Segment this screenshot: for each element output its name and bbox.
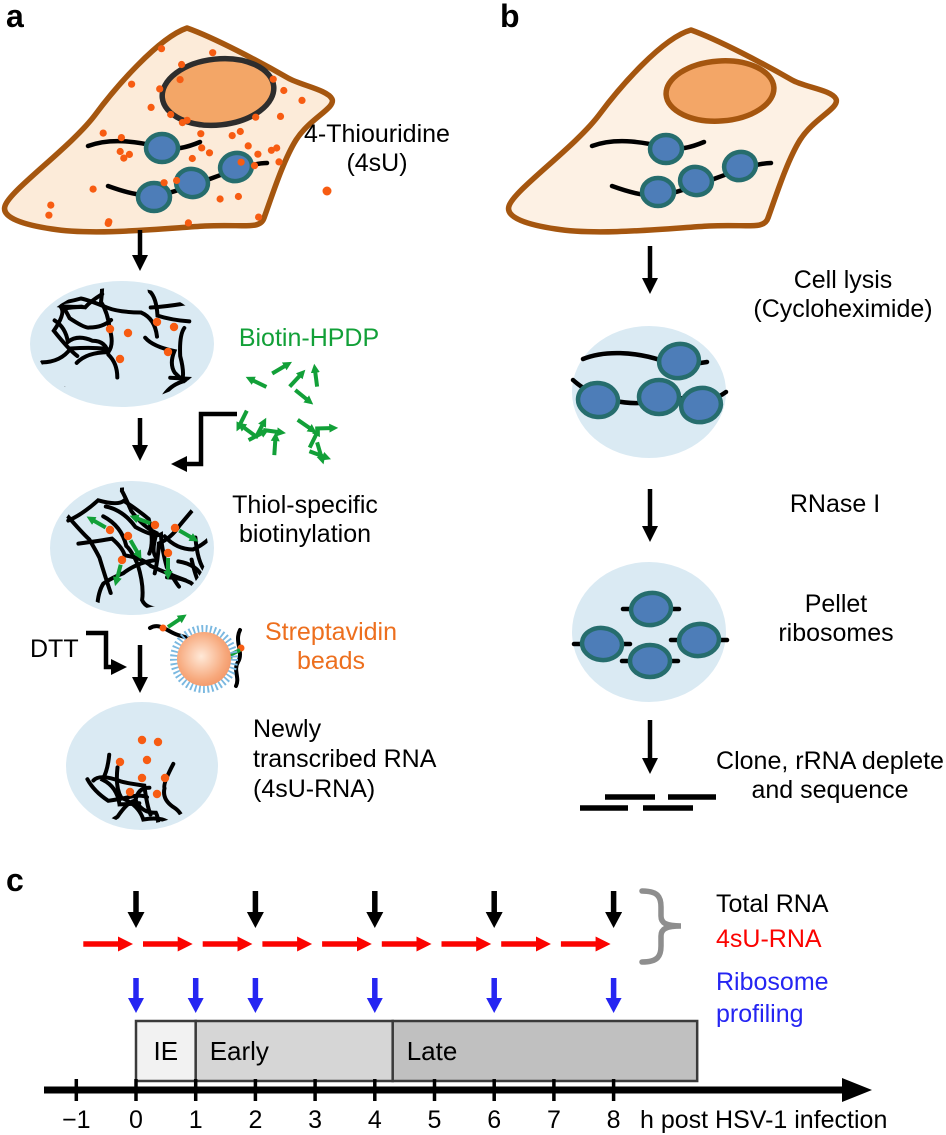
monosome bbox=[627, 642, 673, 680]
foursu-label-line1: 4-Thiouridine bbox=[304, 120, 450, 148]
foursu-dots bbox=[105, 317, 179, 364]
panel-c-label: c bbox=[6, 862, 24, 898]
cell-a bbox=[1, 25, 335, 235]
phase-box-late bbox=[391, 1019, 699, 1083]
clone-label-line1: Clone, rRNA deplete bbox=[716, 747, 944, 775]
newly-label-line1: Newly bbox=[253, 715, 322, 743]
phase-box-early bbox=[194, 1019, 394, 1083]
streptavidin-label-line1: Streptavidin bbox=[265, 618, 397, 646]
rna-squiggles bbox=[36, 287, 208, 401]
bead-sphere bbox=[177, 632, 231, 686]
dtt-elbow-arrow bbox=[86, 630, 127, 675]
foursu-legend-dot bbox=[322, 186, 332, 196]
axis-tick-label: 4 bbox=[368, 1106, 382, 1134]
cell-b-nucleus bbox=[663, 58, 777, 124]
ribosome-profiling-arrows bbox=[128, 978, 622, 1013]
biotinylated-sites bbox=[86, 514, 199, 587]
thiol-label-line1: Thiol-specific bbox=[232, 491, 378, 519]
time-axis-ticks: −1 0 1 2 3 4 5 6 7 8 bbox=[62, 1079, 621, 1134]
kinetic-phase-boxes: IE Early Late bbox=[134, 1019, 699, 1083]
legend-ribosome-line2: profiling bbox=[716, 1000, 804, 1028]
dtt-label: DTT bbox=[30, 635, 79, 663]
total-rna-arrows bbox=[127, 891, 623, 928]
rna-squiggles bbox=[56, 487, 208, 609]
rna-pool-biotinylated bbox=[50, 481, 214, 615]
axis-tick-label: 1 bbox=[189, 1106, 203, 1134]
axis-tick-label: 2 bbox=[248, 1106, 262, 1134]
ribosome bbox=[656, 341, 702, 381]
ribosome bbox=[677, 164, 715, 198]
foursu-label-line2: (4sU) bbox=[346, 149, 407, 177]
foursu-dots bbox=[115, 735, 170, 799]
ribosome bbox=[639, 175, 677, 209]
phase-label: Early bbox=[210, 1036, 269, 1066]
monosome bbox=[676, 621, 722, 659]
pool-circle bbox=[50, 481, 214, 615]
ribosome bbox=[135, 180, 173, 214]
cell-a-nucleus bbox=[159, 55, 277, 129]
axis-tick-label: 8 bbox=[607, 1106, 621, 1134]
axis-tick-label: −1 bbox=[62, 1106, 91, 1134]
bead-rna-strand bbox=[234, 628, 242, 688]
legend-ribosome-line1: Ribosome bbox=[716, 968, 829, 996]
cell-b bbox=[505, 27, 839, 235]
rnase-label: RNase I bbox=[790, 490, 880, 518]
ribosome bbox=[575, 380, 621, 420]
legend-brace bbox=[639, 888, 682, 965]
ribosome bbox=[143, 131, 181, 165]
panel-a-label: a bbox=[6, 0, 24, 34]
biotin-link bbox=[166, 614, 187, 629]
ribosome bbox=[217, 150, 255, 184]
ribosome bbox=[678, 385, 724, 425]
ribosome bbox=[636, 377, 682, 417]
biotin-hpdp-molecules bbox=[236, 361, 339, 465]
newly-label-line3: (4sU-RNA) bbox=[253, 775, 375, 803]
monosome bbox=[579, 625, 625, 663]
monosome bbox=[628, 590, 674, 628]
lysis-label-line2: (Cycloheximide) bbox=[753, 295, 932, 323]
legend-total-rna: Total RNA bbox=[716, 890, 829, 918]
streptavidin-bead bbox=[148, 614, 245, 693]
axis-tick-label: 7 bbox=[547, 1106, 561, 1134]
rna-pool-purified bbox=[66, 702, 218, 830]
pellet-label-line2: ribosomes bbox=[778, 619, 893, 647]
axis-tick-label: 0 bbox=[129, 1106, 143, 1134]
panel-b-label: b bbox=[500, 0, 520, 34]
lysate-pool bbox=[570, 326, 729, 458]
axis-tick-label: 5 bbox=[428, 1106, 442, 1134]
thiol-label-line2: biotinylation bbox=[239, 520, 371, 548]
sequencing-fragments bbox=[580, 794, 716, 811]
foursu-site bbox=[159, 624, 167, 632]
legend-4su-rna: 4sU-RNA bbox=[716, 925, 822, 953]
pellet-pool bbox=[571, 562, 730, 702]
rna-pool-labeled bbox=[30, 281, 214, 407]
pool-circle bbox=[30, 281, 214, 407]
axis-tick-label: 3 bbox=[308, 1106, 322, 1134]
phase-label: Late bbox=[407, 1036, 458, 1066]
bead-spikes bbox=[170, 625, 238, 693]
ribosome bbox=[647, 132, 685, 166]
phase-label: IE bbox=[154, 1036, 179, 1066]
ribosome bbox=[721, 149, 759, 183]
rna-squiggles bbox=[85, 752, 186, 824]
axis-tick-label: 6 bbox=[487, 1106, 501, 1134]
pool-circle bbox=[572, 562, 726, 702]
clone-label-line2: and sequence bbox=[751, 776, 908, 804]
time-axis-unit-label: h post HSV-1 infection bbox=[640, 1106, 887, 1134]
streptavidin-label-line2: beads bbox=[297, 647, 365, 675]
phase-box-ie bbox=[134, 1019, 197, 1083]
biotin-add-elbow-arrow bbox=[171, 411, 237, 472]
biotin-hpdp-label: Biotin-HPDP bbox=[239, 324, 379, 352]
newly-label-line2: transcribed RNA bbox=[253, 745, 437, 773]
lysis-label-line1: Cell lysis bbox=[794, 266, 893, 294]
pellet-label-line1: Pellet bbox=[805, 590, 868, 618]
